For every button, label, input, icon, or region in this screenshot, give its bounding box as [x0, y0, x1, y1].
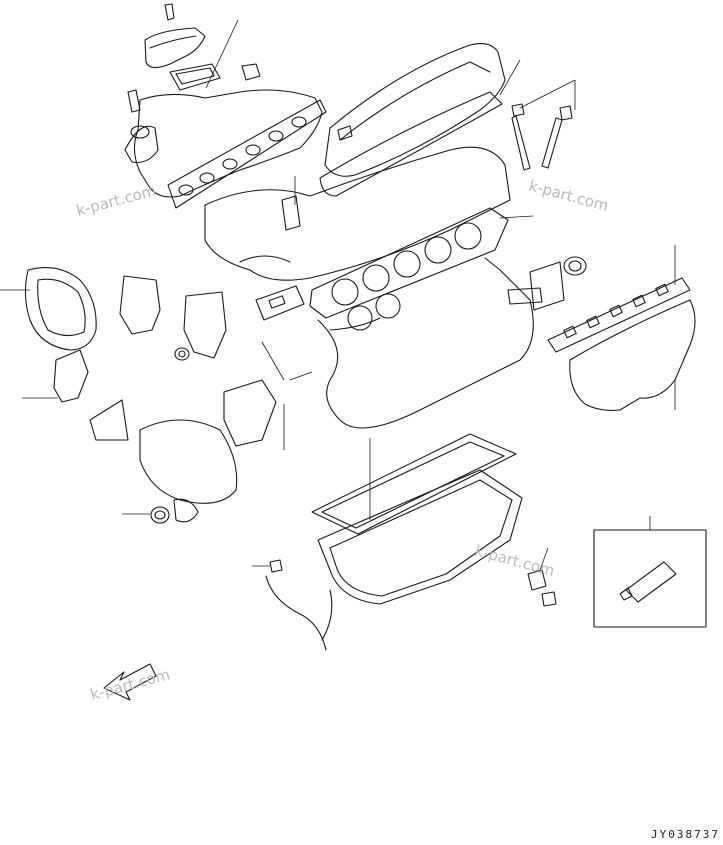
- intake-manifold: [124, 89, 323, 198]
- timing-cover-gasket: [89, 275, 238, 504]
- valve-stem-seals: [511, 79, 576, 171]
- oil-pickup-tube: [265, 575, 333, 651]
- oil-cooler-gasket: [223, 341, 313, 450]
- watermark-3: k-part.com: [473, 541, 557, 580]
- drain-plug: [527, 547, 557, 607]
- front-direction-arrow: [103, 663, 157, 701]
- valve-cover-gasket: [319, 59, 521, 197]
- oil-seal: [122, 498, 199, 524]
- thermostat-housing: [144, 3, 261, 91]
- watermark-4: k-part.com: [88, 665, 172, 704]
- cylinder-head-gasket: [309, 207, 534, 319]
- valve-cover: [324, 43, 506, 177]
- watermark-2: k-part.com: [527, 176, 611, 215]
- front-seal-small: [174, 347, 190, 361]
- drawing-code: JY038737: [651, 828, 720, 841]
- elbow-gasket: [255, 285, 305, 321]
- engine-block: [317, 257, 534, 429]
- intake-manifold-gasket: [167, 19, 327, 209]
- oil-pan-gasket: [311, 433, 517, 535]
- water-pump-gasket: [0, 267, 97, 351]
- liquid-gasket-box: [593, 516, 707, 628]
- water-pump: [22, 349, 89, 403]
- watermark-1: k-part.com: [74, 181, 158, 220]
- cylinder-head: [204, 146, 511, 281]
- exhaust-manifold: [569, 299, 696, 411]
- oil-pan: [252, 469, 523, 605]
- crankshaft-front-seal: [507, 256, 587, 311]
- exhaust-manifold-gasket: [547, 245, 691, 353]
